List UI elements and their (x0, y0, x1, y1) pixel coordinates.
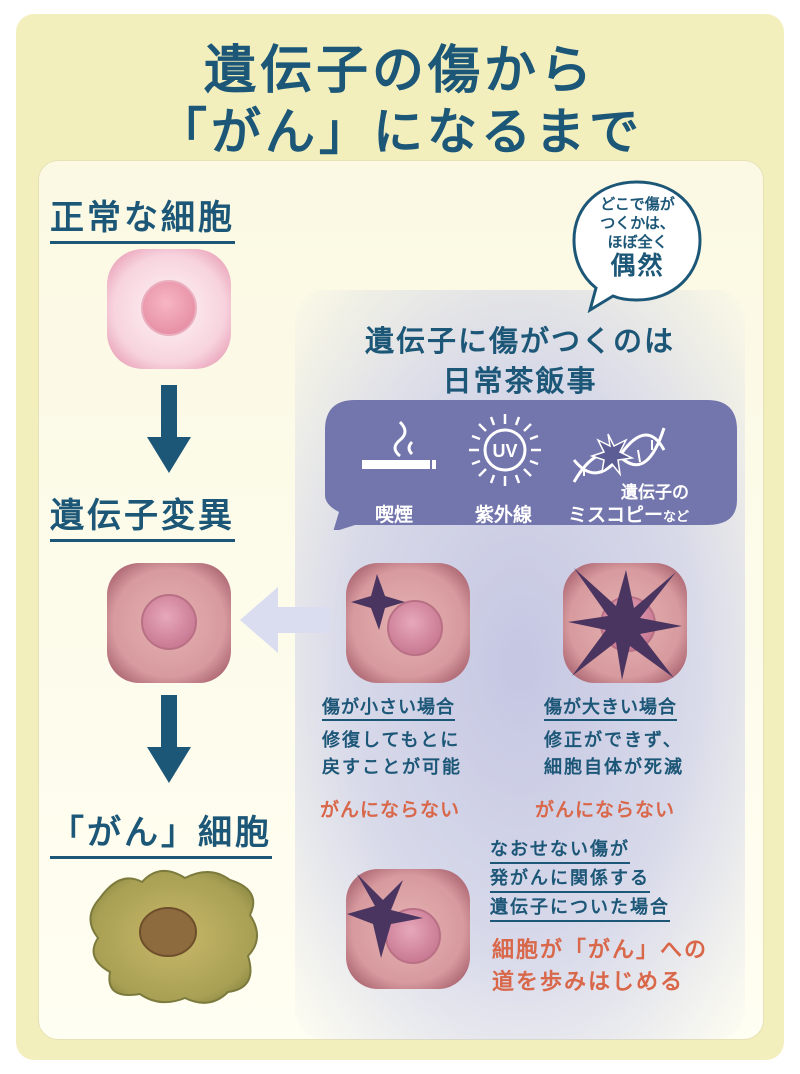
case-critical-title: なおせない傷が 発がんに関係する 遺伝子についた場合 (490, 838, 670, 925)
case-critical-result-line2: 道を歩みはじめる (492, 970, 685, 995)
case-critical-result: 細胞が「がん」への 道を歩みはじめる (492, 935, 708, 999)
svg-text:UV: UV (492, 441, 517, 461)
chance-bubble-text: どこで傷が つくかは、 ほぼ全く 偶然 (570, 195, 705, 280)
case-small-desc2: 戻すことが可能 (322, 757, 462, 778)
cause-dna-label-bottom: ミスコピーなど (568, 500, 689, 527)
case-small-title: 傷が小さい場合 (322, 693, 455, 721)
case-large-desc1: 修正ができず、 (544, 730, 683, 751)
normal-cell (107, 249, 231, 369)
small-damage-cell (346, 563, 470, 683)
cause-dna-miscopy: ミスコピー (568, 504, 664, 526)
case-critical-result-line1: 細胞が「がん」への (492, 938, 709, 963)
stage-normal-cell-label: 正常な細胞 (50, 190, 235, 244)
main-title-line2: 「がん」になるまで (157, 103, 643, 161)
cancer-cell (89, 870, 258, 1004)
chance-speech-bubble (572, 180, 702, 313)
case-critical-title-line2: 発がんに関係する (490, 867, 650, 893)
uv-sun-icon: UV (469, 414, 541, 486)
main-title-line1: 遺伝子の傷から (203, 41, 596, 101)
case-large-desc2: 細胞自体が死滅 (544, 757, 684, 778)
case-critical-title-line1: なおせない傷が (490, 838, 630, 864)
causes-panel (325, 400, 737, 530)
stage-mutation-label: 遺伝子変異 (50, 488, 235, 542)
case-small-desc1: 修復してもとに (322, 730, 461, 751)
case-large-result: がんにならない (535, 799, 676, 821)
down-arrow-1 (147, 385, 191, 473)
chance-bubble-emphasis: 偶然 (610, 251, 665, 280)
cause-smoking-label: 喫煙 (375, 504, 414, 526)
cause-dna-label-top: 遺伝子の (621, 483, 689, 503)
case-small-result: がんにならない (320, 799, 461, 821)
cause-dna-suffix: など (663, 510, 690, 525)
case-large-title: 傷が大きい場合 (544, 693, 677, 721)
stage-cancer-cell-label: 「がん」細胞 (50, 805, 272, 859)
cigarette-icon (362, 420, 436, 469)
cause-uv-label: 紫外線 (475, 504, 533, 526)
chance-bubble-line: どこで傷が つくかは、 ほぼ全く (600, 195, 675, 251)
mutated-cell (107, 563, 231, 683)
back-arrow (240, 587, 330, 653)
dna-break-icon (572, 427, 666, 483)
daily-heading-line2: 日常茶飯事 (442, 364, 598, 398)
daily-heading-line1: 遺伝子に傷がつくのは (364, 324, 675, 358)
large-damage-cell (563, 563, 687, 683)
critical-damage-cell (346, 869, 470, 989)
case-critical-title-line3: 遺伝子についた場合 (490, 896, 670, 922)
down-arrow-2 (147, 695, 191, 783)
